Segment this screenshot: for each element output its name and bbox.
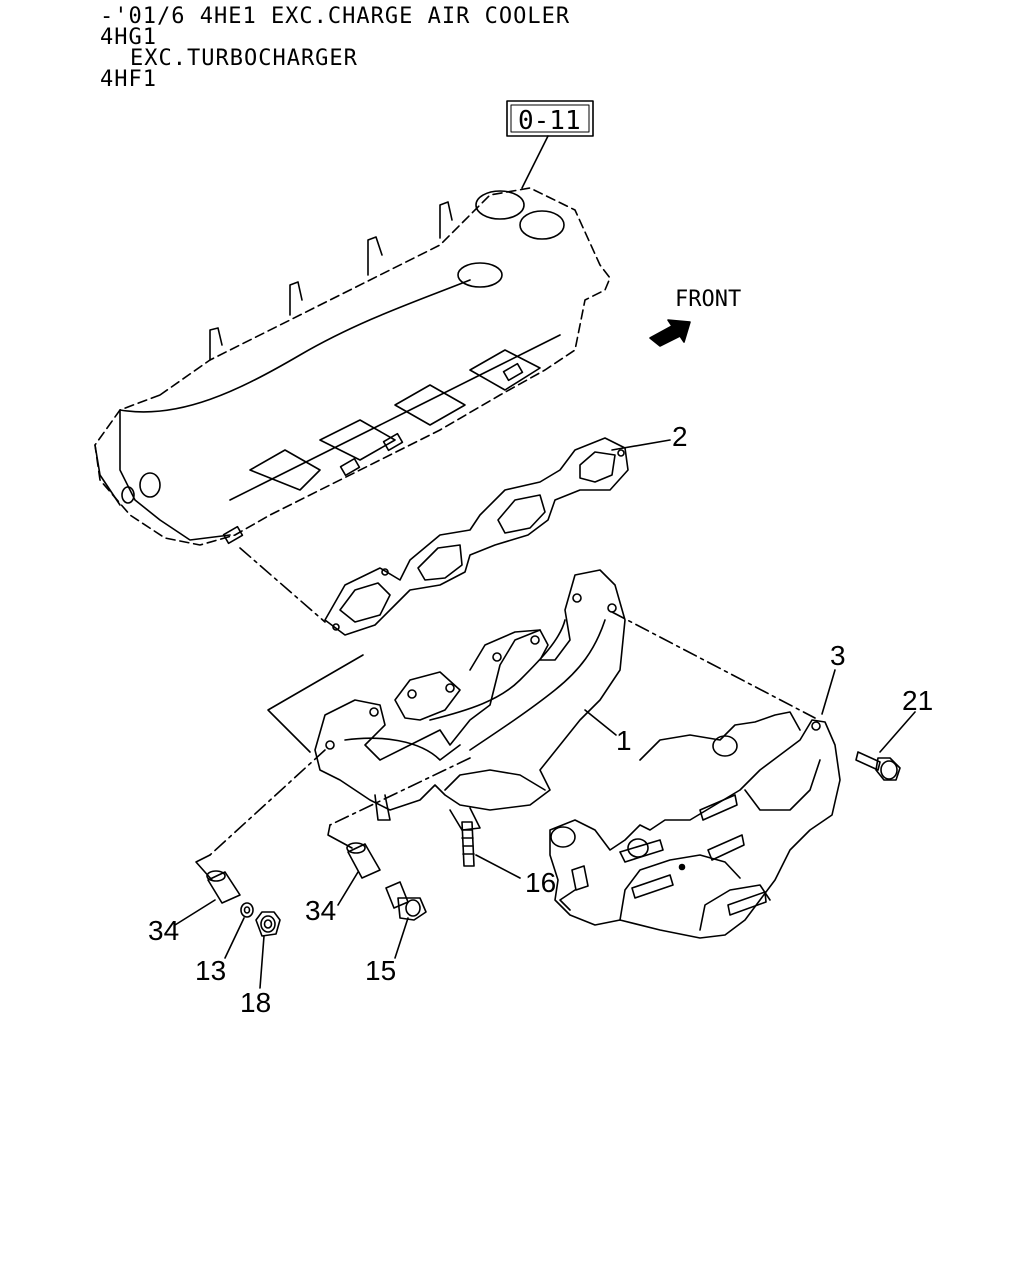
- front-arrow-icon: [649, 319, 691, 347]
- callout-3: 3: [830, 640, 846, 671]
- leader-21: [879, 711, 916, 753]
- sleeve-34-right[interactable]: [346, 842, 381, 879]
- header-line-1: -'01/6 4HE1 EXC.CHARGE AIR COOLER: [100, 4, 571, 29]
- exhaust-manifold[interactable]: [314, 569, 626, 831]
- assembly-line-b: [327, 824, 353, 849]
- callout-34-right: 34: [305, 895, 336, 926]
- callout-2: 2: [672, 421, 688, 452]
- bolt-15[interactable]: [385, 881, 427, 921]
- header-line-3: EXC.TURBOCHARGER: [130, 46, 358, 71]
- leader-3: [821, 669, 836, 715]
- diagram-header: -'01/6 4HE1 EXC.CHARGE AIR COOLER 4HG1 E…: [100, 4, 571, 92]
- leader-16: [475, 854, 521, 879]
- front-label: FRONT: [675, 287, 741, 312]
- assembly-line-a: [195, 854, 213, 881]
- nut-18[interactable]: [255, 911, 281, 937]
- sleeve-34-left[interactable]: [206, 870, 241, 904]
- leader-2: [611, 439, 671, 451]
- leader-18: [259, 935, 265, 989]
- callout-13: 13: [195, 955, 226, 986]
- header-line-2: 4HG1: [100, 25, 157, 50]
- heat-shield[interactable]: [549, 711, 841, 939]
- leader-34-left: [174, 899, 216, 926]
- cylinder-head[interactable]: [94, 187, 611, 546]
- callout-1: 1: [616, 725, 632, 756]
- leader-13: [224, 917, 245, 959]
- exhaust-manifold-gasket[interactable]: [324, 437, 629, 636]
- callout-18: 18: [240, 987, 271, 1018]
- stud-16[interactable]: [461, 821, 475, 867]
- washer-13[interactable]: [240, 902, 254, 918]
- bolt-21[interactable]: [855, 751, 901, 781]
- assembly-bracket-line: [267, 654, 364, 753]
- leader-34-right: [337, 871, 359, 906]
- callout-21: 21: [902, 685, 933, 716]
- header-line-4: 4HF1: [100, 67, 157, 92]
- callout-15: 15: [365, 955, 396, 986]
- reference-box-label: 0-11: [518, 106, 581, 136]
- callout-34-left: 34: [148, 915, 179, 946]
- callout-16: 16: [525, 867, 556, 898]
- reference-box[interactable]: 0-11: [506, 100, 594, 137]
- assembly-lines: [209, 547, 816, 856]
- reference-leader: [521, 135, 549, 189]
- leader-1: [584, 709, 617, 736]
- leader-15: [394, 917, 409, 959]
